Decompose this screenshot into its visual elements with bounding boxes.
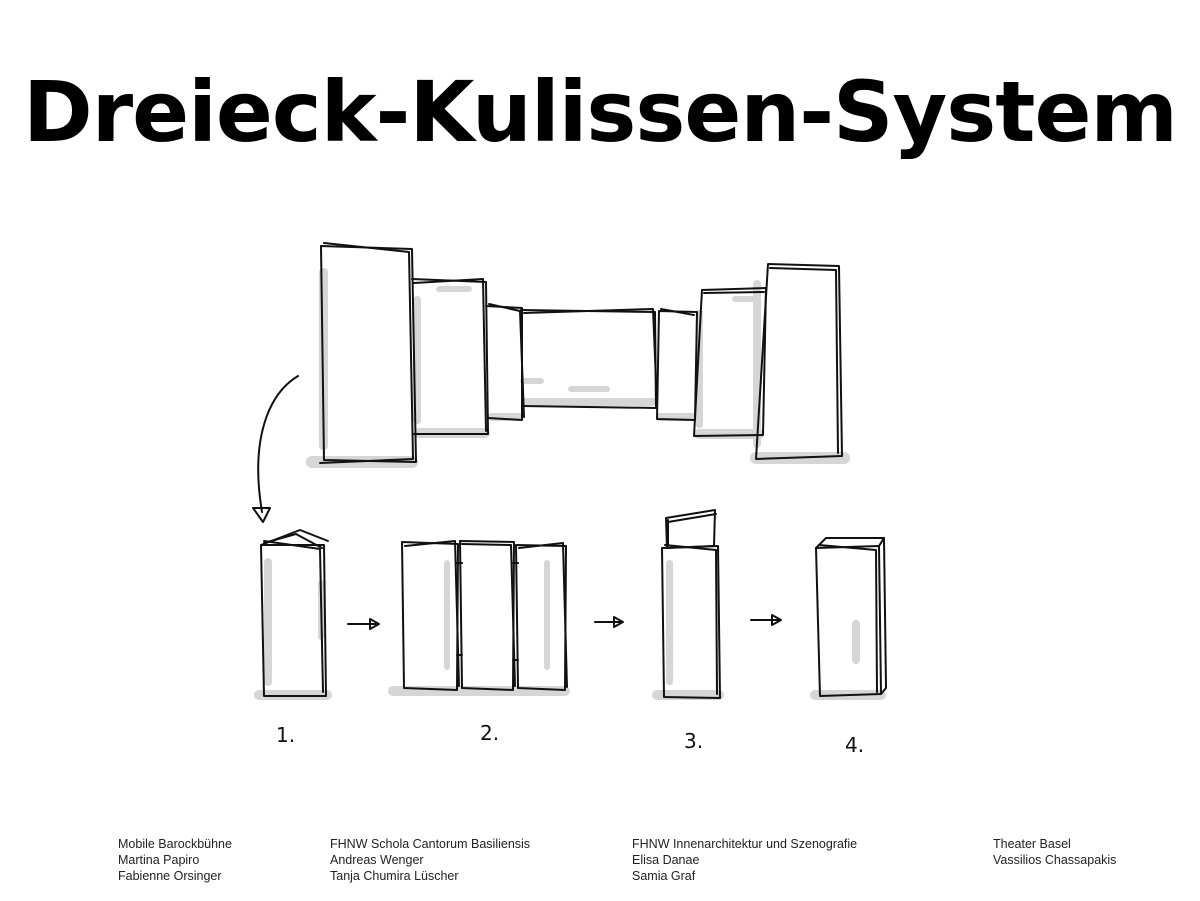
credit-line: FHNW Innenarchitektur und Szenografie — [632, 837, 858, 851]
stage-shadows — [306, 268, 850, 468]
arrow-2-3 — [594, 616, 624, 628]
credit-line: FHNW Schola Cantorum Basiliensis — [330, 837, 531, 851]
step-label-3: 3. — [684, 729, 703, 753]
step-label-1: 1. — [276, 723, 295, 747]
page-title: Dreieck-Kulissen-System — [23, 63, 1178, 161]
credit-line: Vassilios Chassapakis — [993, 853, 1117, 867]
stage-wing-right-3 — [656, 308, 698, 421]
credit-line: Mobile Barockbühne — [118, 837, 232, 851]
credit-column-4: Theater Basel Vassilios Chassapakis — [993, 836, 1116, 868]
credit-line: Samia Graf — [632, 869, 696, 883]
step-label-2: 2. — [480, 721, 499, 745]
prism-step-3 — [661, 509, 721, 699]
prism-shadows — [254, 558, 886, 700]
prism-step-4 — [815, 537, 887, 697]
stage-backdrop — [520, 308, 658, 409]
credit-column-1: Mobile Barockbühne Martina Papiro Fabien… — [118, 836, 232, 884]
credit-line: Fabienne Orsinger — [118, 869, 222, 883]
step-label-4: 4. — [845, 733, 864, 757]
credit-line: Tanja Chumira Lüscher — [330, 869, 459, 883]
credit-line: Elisa Danae — [632, 853, 700, 867]
arrow-1-2 — [347, 618, 380, 630]
stage-wing-right-2 — [693, 287, 767, 437]
credit-line: Martina Papiro — [118, 853, 200, 867]
stage-wing-left-2 — [411, 278, 489, 435]
stage-wing-left-3 — [485, 303, 525, 421]
credit-line: Theater Basel — [993, 837, 1071, 851]
stage-wing-right-1 — [755, 263, 843, 460]
prism-step-2 — [401, 540, 568, 691]
arrow-3-4 — [750, 614, 782, 626]
credit-column-3: FHNW Innenarchitektur und Szenografie El… — [632, 836, 857, 884]
prism-step-1 — [260, 529, 329, 697]
stage-wing-left-1 — [319, 242, 417, 464]
credit-line: Andreas Wenger — [330, 853, 424, 867]
credit-column-2: FHNW Schola Cantorum Basiliensis Andreas… — [330, 836, 530, 884]
curved-arrow — [252, 375, 299, 523]
